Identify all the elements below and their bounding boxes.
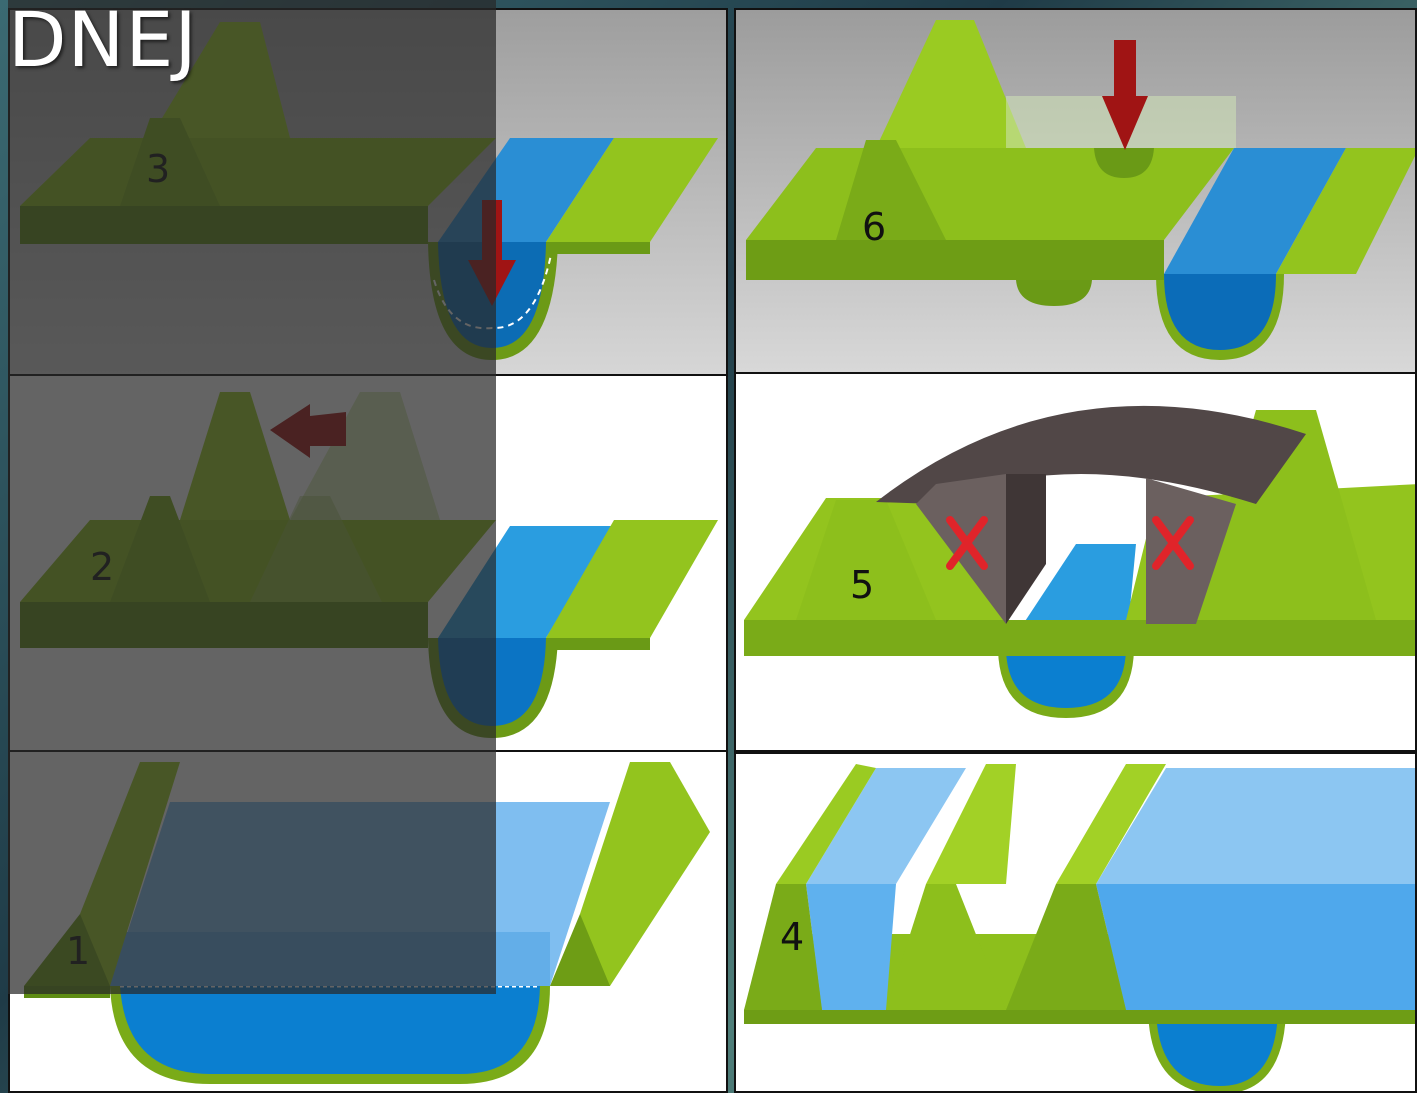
step-panel-5: 5 [734,372,1417,752]
step-6-illustration [736,10,1417,374]
step-panel-6: 6 [734,8,1417,374]
step-panel-2: 2 [8,374,728,752]
step-1-illustration [10,752,728,1093]
step-5-illustration [736,374,1417,752]
step-2-illustration [10,376,728,752]
step-panel-1: 1 [8,750,728,1093]
step-number-3: 3 [146,150,170,188]
brand-watermark: DNEJ [8,2,198,78]
step-number-1: 1 [66,932,90,970]
step-number-6: 6 [862,208,886,246]
step-4-illustration [736,754,1417,1093]
step-panel-4: 4 [734,752,1417,1093]
step-number-4: 4 [780,918,804,956]
step-number-5: 5 [850,566,874,604]
step-number-2: 2 [90,548,114,586]
